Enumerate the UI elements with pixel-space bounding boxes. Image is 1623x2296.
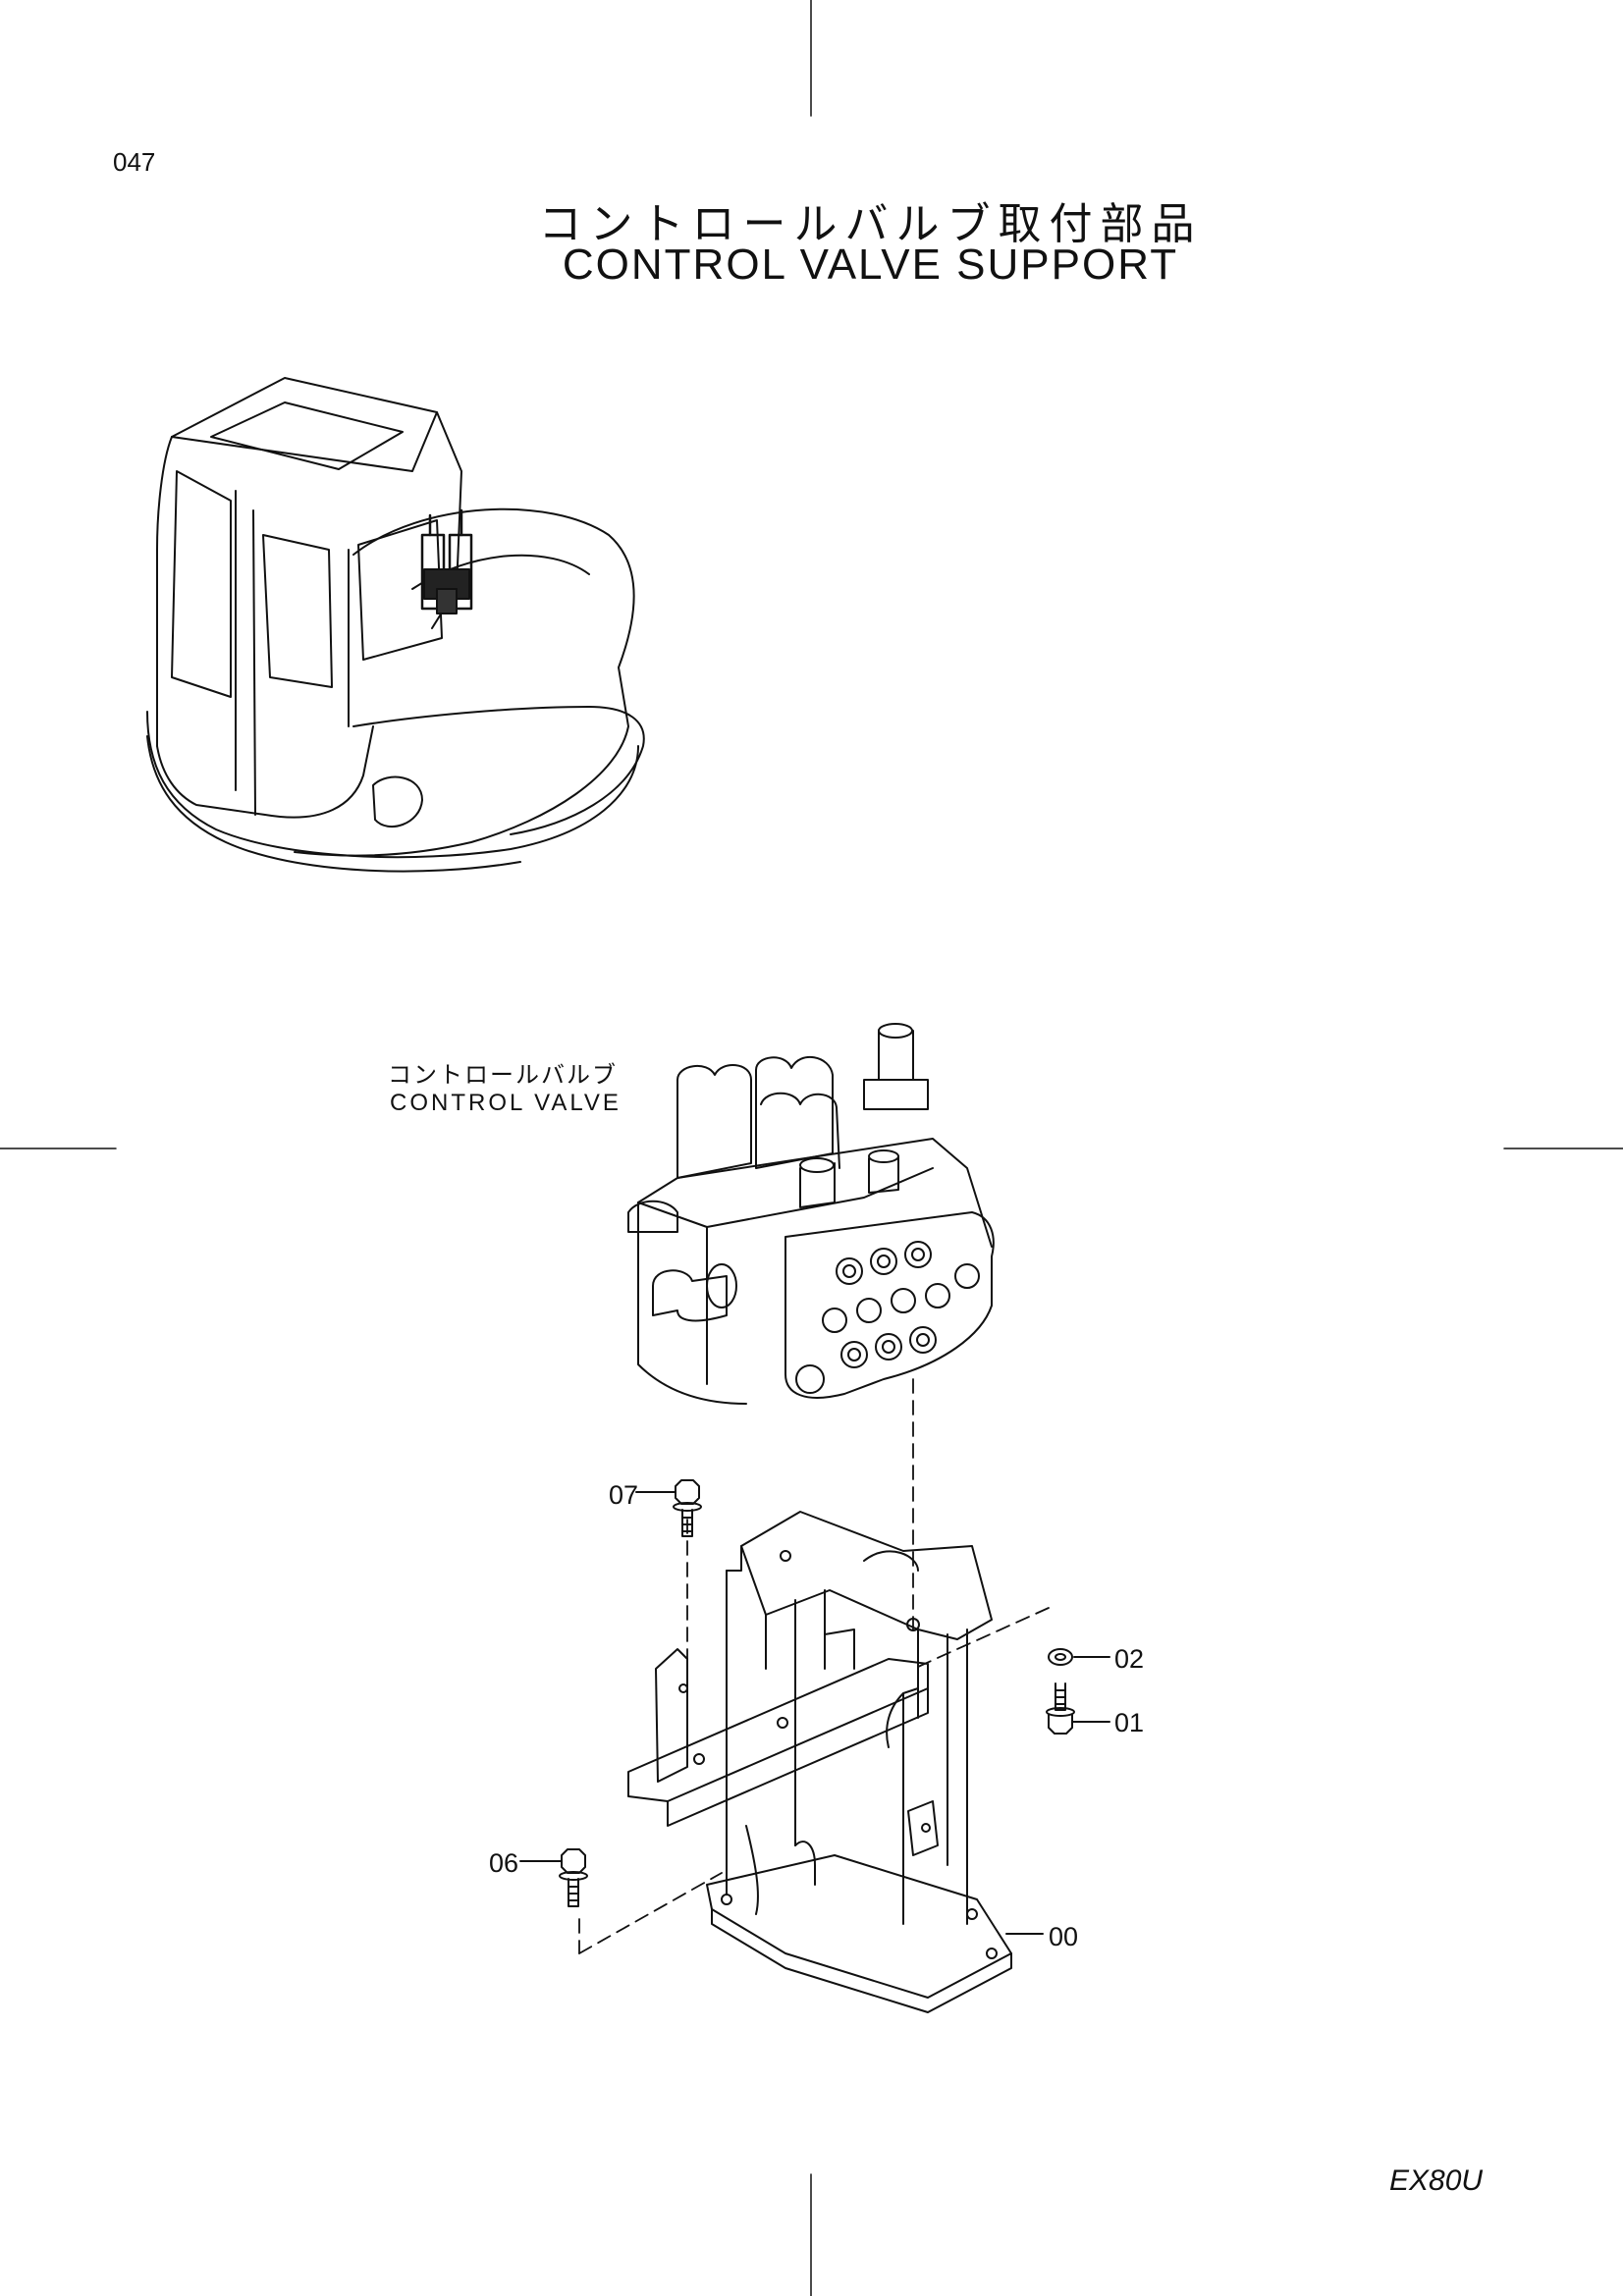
callout-01: 01 [1114, 1708, 1145, 1737]
model-name: EX80U [1389, 2164, 1484, 2197]
bolt-06 [519, 1848, 588, 1907]
callout-00: 00 [1049, 1922, 1079, 1951]
page-title-english: CONTROL VALVE SUPPORT [562, 240, 1179, 289]
callout-02: 02 [1114, 1644, 1145, 1674]
support-bracket-drawing [627, 1511, 1044, 2013]
bolt-01 [1046, 1682, 1110, 1735]
excavator-overview-drawing [146, 377, 645, 873]
control-valve-label-japanese: コントロールバルブ [388, 1061, 618, 1089]
control-valve-drawing [627, 1023, 995, 1405]
callout-07: 07 [609, 1480, 639, 1510]
bolt-07 [635, 1479, 702, 1537]
page-number: 047 [113, 147, 156, 177]
control-valve-label-english: CONTROL VALVE [390, 1090, 622, 1116]
washer-02 [1048, 1648, 1110, 1666]
callout-06: 06 [489, 1848, 519, 1878]
page-title-japanese: コントロールバルブ取付部品 [538, 199, 1203, 249]
